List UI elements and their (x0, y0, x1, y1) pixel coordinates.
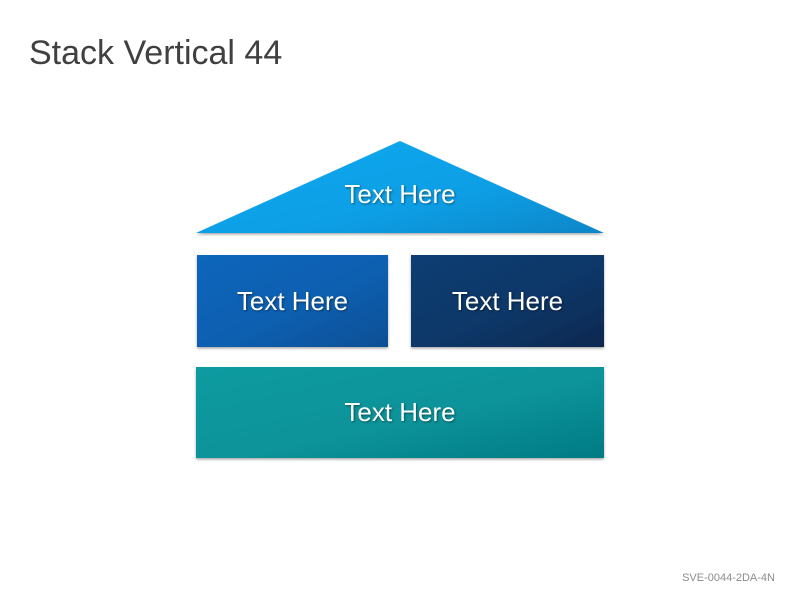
roof-shape (196, 141, 604, 233)
roof-label: Text Here (344, 179, 456, 209)
base-block-label: Text Here (344, 397, 456, 427)
right-block-label: Text Here (451, 286, 564, 316)
slide-code: SVE-0044-2DA-4N (682, 572, 775, 584)
left-block-label: Text Here (236, 286, 349, 316)
base-block-shape (196, 367, 604, 458)
slide-title: Stack Vertical 44 (29, 34, 283, 72)
left-block-shape (197, 255, 388, 347)
right-block-shape (411, 255, 604, 347)
